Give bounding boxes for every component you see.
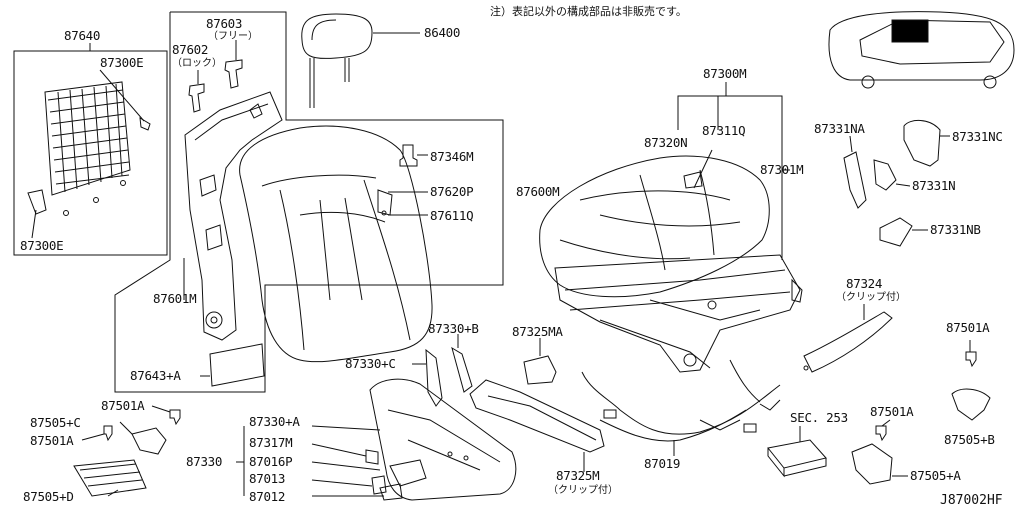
- label-87300E-bottom: 87300E: [20, 238, 64, 253]
- label-87325MA: 87325MA: [512, 324, 563, 339]
- label-sec253: SEC. 253: [790, 410, 848, 425]
- seat-cushion-bracket-lines: [677, 82, 790, 260]
- control-unit-drawing: [767, 426, 827, 478]
- label-87320N: 87320N: [644, 135, 688, 150]
- label-87501A-right: 87501A: [946, 320, 990, 335]
- label-87611Q: 87611Q: [430, 208, 474, 223]
- seat-frame-drawing: [554, 254, 803, 373]
- seatback-panel-drawing: [200, 343, 265, 387]
- label-87603: 87603: [206, 16, 243, 31]
- headrest-guides-drawing: [188, 40, 243, 113]
- note-text: 注）表記以外の構成部品は非販売です。: [490, 5, 687, 18]
- label-87600M: 87600M: [516, 184, 560, 199]
- label-87603-note: （フリー）: [208, 31, 258, 42]
- label-87325M: 87325M: [556, 468, 600, 483]
- side-cover-drawing: [469, 379, 605, 472]
- label-87311Q: 87311Q: [702, 123, 746, 138]
- label-87505D: 87505+D: [23, 489, 74, 504]
- label-87330A: 87330+A: [249, 414, 300, 429]
- right-clips-drawing: [851, 340, 991, 485]
- label-87602: 87602: [172, 42, 209, 57]
- label-87601M: 87601M: [153, 291, 197, 306]
- label-87019: 87019: [644, 456, 681, 471]
- label-87505A: 87505+A: [910, 468, 961, 483]
- label-87620P: 87620P: [430, 184, 474, 199]
- right-covers-drawing: [843, 120, 950, 247]
- vehicle-location-icon: [828, 11, 1015, 89]
- label-87012: 87012: [249, 489, 286, 504]
- label-87602-note: （ロック）: [172, 58, 222, 69]
- diagram-code: J87002HF: [940, 493, 1003, 508]
- label-87501A-left2: 87501A: [30, 433, 74, 448]
- seatback-board-inset-box: [13, 43, 168, 256]
- label-87505C: 87505+C: [30, 415, 81, 430]
- label-87501A-left1: 87501A: [101, 398, 145, 413]
- label-87325M-note: （クリップ付）: [548, 485, 618, 496]
- label-87324: 87324: [846, 276, 883, 291]
- label-87317M: 87317M: [249, 435, 293, 450]
- seatback-trim-drawing: [239, 125, 433, 363]
- label-87505B: 87505+B: [944, 432, 995, 447]
- label-87331NA: 87331NA: [814, 121, 865, 136]
- label-86400: 86400: [424, 25, 461, 40]
- label-87643A: 87643+A: [130, 368, 181, 383]
- label-87346M: 87346M: [430, 149, 474, 164]
- label-87330C: 87330+C: [345, 356, 396, 371]
- knob-parts-drawing: [236, 425, 427, 501]
- clip-piece-drawing: [523, 338, 557, 385]
- label-87324-note: （クリップ付）: [836, 292, 906, 303]
- front-finisher-drawing: [803, 304, 893, 373]
- label-87013: 87013: [249, 471, 286, 486]
- seatback-group-box: [114, 11, 504, 393]
- label-87016P: 87016P: [249, 454, 293, 469]
- label-87501A-mid: 87501A: [870, 404, 914, 419]
- seat-cushion-drawing: [539, 149, 770, 298]
- label-87331N: 87331N: [912, 178, 956, 193]
- seatback-frame-drawing: [183, 91, 283, 341]
- label-87331NB: 87331NB: [930, 222, 981, 237]
- seatback-board-drawing: [27, 69, 151, 239]
- label-87301M: 87301M: [760, 162, 804, 177]
- left-clips-drawing: [73, 405, 181, 497]
- side-finisher-drawing: [369, 334, 517, 501]
- label-87640: 87640: [64, 28, 101, 43]
- wire-harness-drawing: [581, 359, 781, 456]
- label-87330B: 87330+B: [428, 321, 479, 336]
- headrest-drawing: [301, 13, 420, 108]
- label-87331NC: 87331NC: [952, 129, 1003, 144]
- label-87300E-top: 87300E: [100, 55, 144, 70]
- label-87300M: 87300M: [703, 66, 747, 81]
- label-87330: 87330: [186, 454, 223, 469]
